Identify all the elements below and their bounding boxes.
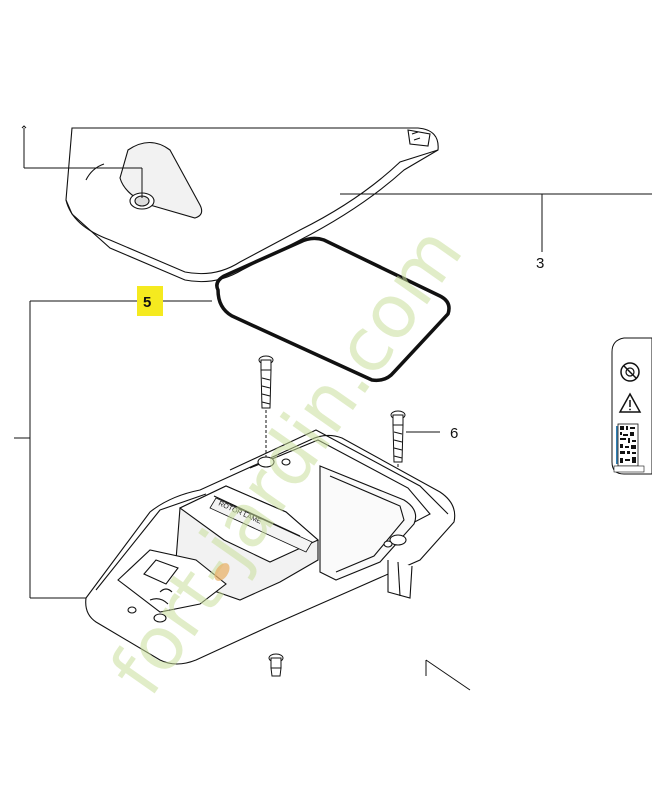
warning-icon [618, 392, 642, 413]
callout-5-leader [14, 300, 212, 599]
callout-5-highlight [137, 286, 163, 316]
upper-housing-part-3 [65, 127, 439, 283]
qr-code-icon [616, 423, 639, 467]
warning-label-panel [611, 337, 652, 475]
callout-6-label: 6 [450, 425, 458, 442]
callout-3-leader [340, 193, 652, 252]
screw-left [258, 355, 274, 460]
gasket-part-5 [215, 236, 451, 383]
watermark-accent [214, 563, 230, 581]
partial-part-outline [425, 659, 471, 691]
callout-5-label: 5 [143, 294, 151, 311]
top-screw-leader [21, 125, 143, 198]
bottom-screw [268, 653, 284, 677]
no-entry-icon [620, 362, 640, 382]
callout-3-label: 3 [536, 255, 544, 272]
